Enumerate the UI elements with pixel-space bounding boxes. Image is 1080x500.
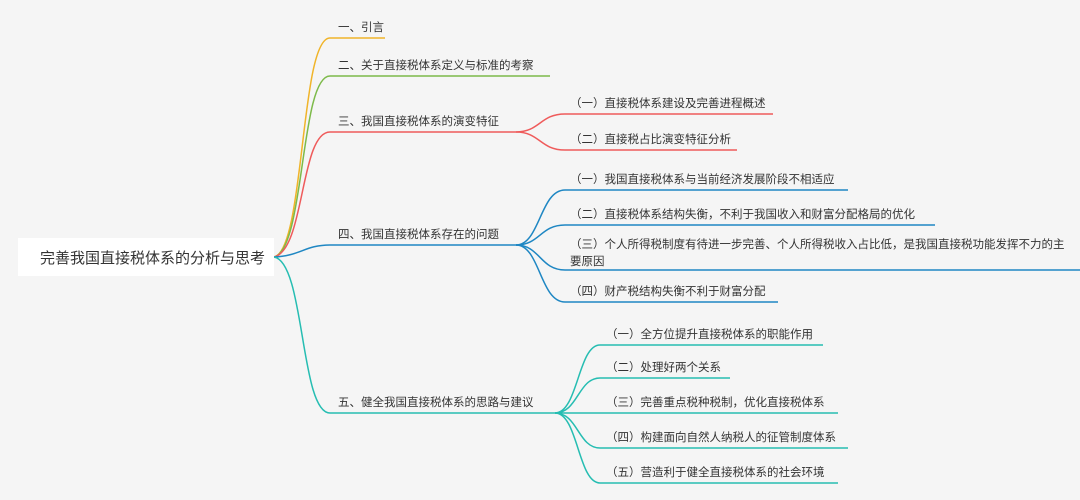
connector-b3-c2: [515, 131, 737, 151]
branch-4-child-4[interactable]: （四）财产税结构失衡不利于财富分配: [570, 284, 766, 298]
connector-root-b4: [273, 244, 516, 258]
connector-b5-c5: [554, 412, 838, 484]
connector-b5-c1: [554, 344, 823, 414]
branch-5-child-1[interactable]: （一）全方位提升直接税体系的职能作用: [606, 327, 813, 341]
connector-root-b3: [273, 131, 516, 258]
branch-2-label[interactable]: 二、关于直接税体系定义与标准的考察: [338, 58, 534, 72]
connector-b5-c2: [554, 377, 730, 414]
branch-4-child-2[interactable]: （二）直接税体系结构失衡，不利于我国收入和财富分配格局的优化: [570, 207, 915, 221]
connector-b5-c4: [554, 412, 848, 449]
connector-b4-c3: [515, 244, 1080, 271]
connector-b4-c4: [515, 244, 778, 303]
branch-5-child-4[interactable]: （四）构建面向自然人纳税人的征管制度体系: [606, 430, 836, 444]
branch-5-label[interactable]: 五、健全我国直接税体系的思路与建议: [338, 395, 534, 409]
root-title: 完善我国直接税体系的分析与思考: [40, 248, 266, 267]
connector-root-b5: [273, 256, 555, 414]
branch-3-label[interactable]: 三、我国直接税体系的演变特征: [338, 114, 499, 128]
branch-3-child-1[interactable]: （一）直接税体系建设及完善进程概述: [570, 96, 766, 110]
branch-4-label[interactable]: 四、我国直接税体系存在的问题: [338, 227, 499, 241]
connector-root-b2: [273, 75, 550, 258]
connector-b3-c1: [515, 113, 773, 133]
branch-5-child-2[interactable]: （二）处理好两个关系: [606, 360, 721, 374]
branch-4-child-3[interactable]: （三）个人所得税制度有待进一步完善、个人所得税收入占比低，是我国直接税功能发挥不…: [570, 237, 1065, 268]
branch-4-child-1[interactable]: （一）我国直接税体系与当前经济发展阶段不相适应: [570, 172, 835, 186]
branch-3-child-2[interactable]: （二）直接税占比演变特征分析: [570, 132, 731, 146]
connector-b4-c1: [515, 189, 848, 246]
connector-root-b1: [273, 37, 385, 258]
branch-5-child-5[interactable]: （五）营造利于健全直接税体系的社会环境: [606, 465, 825, 479]
branch-5-child-3[interactable]: （三）完善重点税种税制，优化直接税体系: [606, 395, 825, 409]
root-node[interactable]: 完善我国直接税体系的分析与思考: [18, 238, 274, 276]
branch-1-label[interactable]: 一、引言: [338, 20, 384, 34]
connector-b4-c2: [515, 224, 935, 246]
